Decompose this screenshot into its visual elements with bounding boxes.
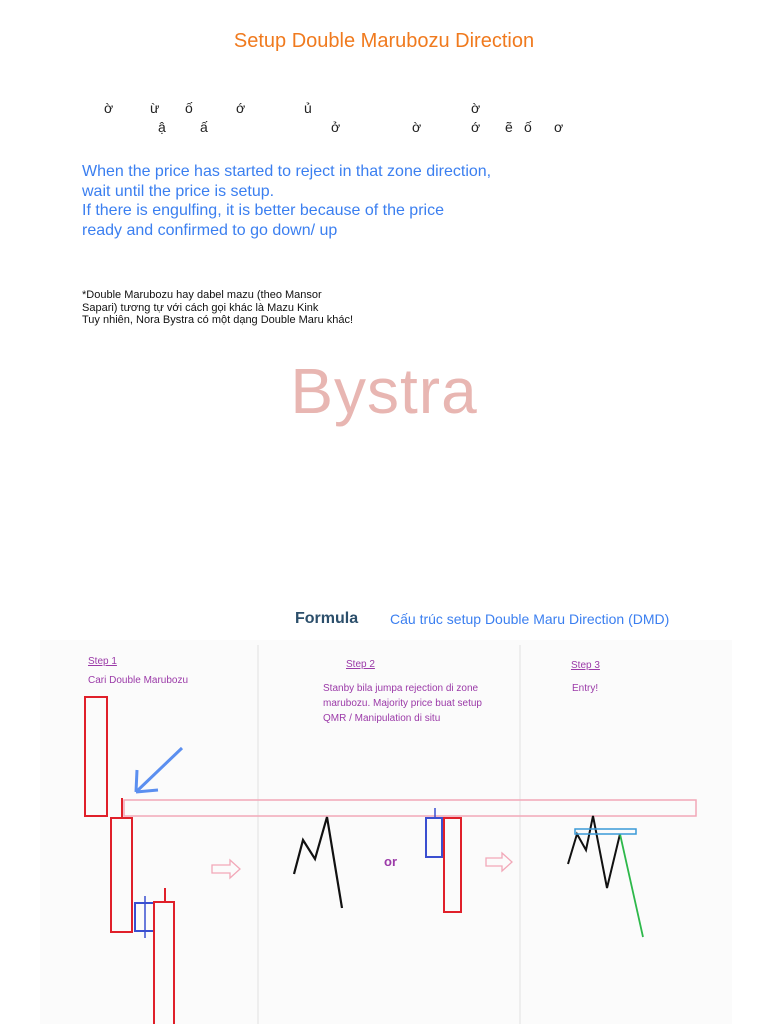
step-1-text: Cari Double Marubozu: [88, 675, 188, 686]
marubozu-zone: [123, 799, 697, 817]
diacritic: ố: [185, 100, 193, 116]
diacritic: ừ: [150, 100, 160, 116]
candle-red: [153, 901, 175, 1024]
explanation-line: ready and confirmed to go down/ up: [82, 221, 338, 239]
footnote-line: Sapari) tương tự với cách gọi khác là Ma…: [82, 301, 319, 314]
formula-caption: Cấu trúc setup Double Maru Direction (DM…: [390, 611, 670, 627]
or-label: or: [384, 854, 397, 869]
diagram-background: [40, 640, 732, 1024]
diacritic: ờ: [471, 100, 481, 116]
candle-red: [110, 817, 133, 933]
qm-price-pattern: [292, 816, 344, 909]
step-2-text-line: QMR / Manipulation di situ: [323, 713, 440, 724]
explanation-line: wait until the price is setup.: [82, 182, 275, 200]
step-3-text: Entry!: [572, 683, 598, 694]
watermark: Bystra: [290, 355, 478, 427]
diacritic: ơ: [554, 119, 564, 135]
diacritic: ẽ: [505, 119, 513, 135]
step-2-text-line: Stanby bila jumpa rejection di zone: [323, 683, 479, 694]
step-3-title: Step 3: [571, 660, 600, 671]
diacritic: ờ: [412, 119, 422, 135]
entry-zone: [574, 828, 637, 835]
candle-red-engulfing: [443, 817, 462, 913]
candle-blue: [425, 817, 443, 858]
diacritic: ờ: [104, 100, 114, 116]
diacritic: ấ: [200, 119, 208, 135]
page-title: Setup Double Marubozu Direction: [233, 30, 535, 52]
explanation-line: When the price has started to reject in …: [82, 163, 492, 180]
diacritic: ố: [524, 119, 532, 135]
footnote-line: *Double Marubozu hay dabel mazu (theo Ma…: [82, 289, 322, 301]
explanation-line: If there is engulfing, it is better beca…: [82, 202, 444, 219]
step-2-text-line: marubozu. Majority price buat setup: [323, 698, 482, 709]
footnote-line: Tuy nhiên, Nora Bystra có một dạng Doubl…: [82, 314, 354, 326]
candle-red: [84, 696, 108, 817]
diacritic: ở: [331, 119, 341, 135]
diacritic: ậ: [158, 119, 166, 135]
diacritics-line-1: ờ ừ ố ớ ủ ờ: [0, 100, 768, 120]
diacritic: ủ: [304, 100, 312, 116]
diacritics-line-2: ậ ấ ở ờ ớ ẽ ố ơ: [0, 119, 768, 139]
hollow-right-arrow-icon: [485, 851, 513, 873]
step-1-title: Step 1: [88, 656, 117, 667]
footnote: *Double Marubozu hay dabel mazu (theo Ma…: [82, 289, 353, 327]
explanation-paragraph: When the price has started to reject in …: [82, 162, 491, 240]
formula-label: Formula: [295, 610, 359, 627]
hollow-right-arrow-icon: [211, 858, 241, 880]
diacritic: ớ: [236, 100, 246, 116]
dmd-diagram: Step 1 Cari Double Marubozu Step 2 Stanb…: [40, 640, 732, 1024]
diacritic: ớ: [471, 119, 481, 135]
entry-move-line: [619, 833, 644, 938]
step-2-title: Step 2: [346, 659, 375, 670]
pointer-arrow-icon: [134, 746, 184, 794]
entry-price-pattern: [567, 815, 621, 889]
